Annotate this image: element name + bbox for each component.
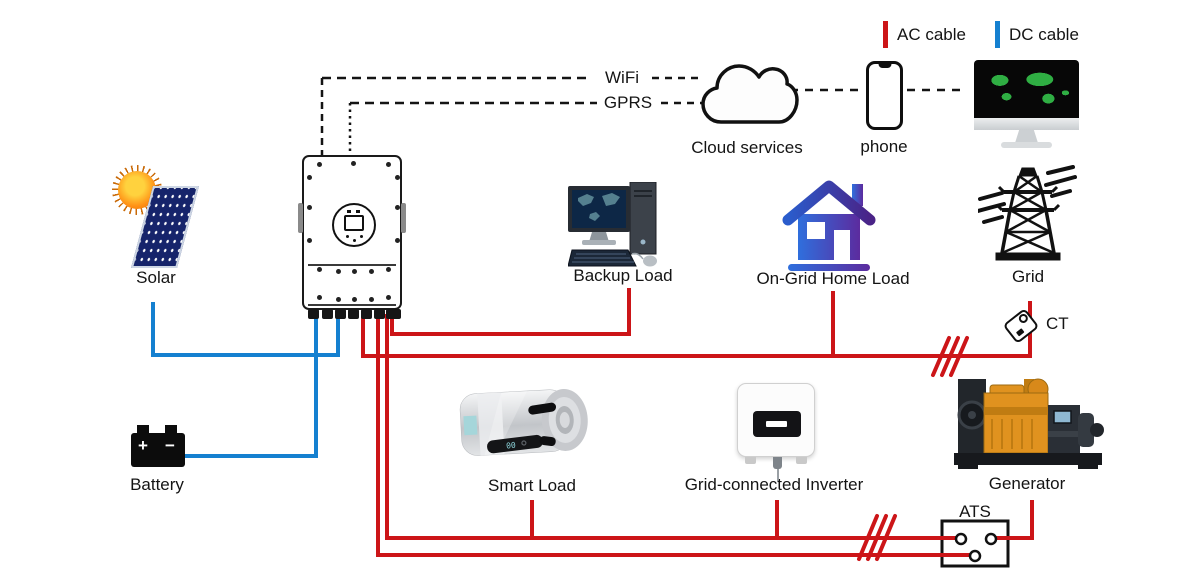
- ats-label: ATS: [959, 502, 991, 521]
- gci-cable: [776, 469, 779, 481]
- house-label: On-Grid Home Load: [756, 269, 910, 288]
- dc-cables: [151, 302, 340, 458]
- wireless-links: [320, 76, 966, 158]
- grid-energy-dashes: [978, 165, 1077, 224]
- inverter-gland: [322, 309, 333, 319]
- hybrid-inverter-icon: [298, 155, 406, 319]
- inverter-display-ring: [332, 203, 376, 247]
- inverter-seam: [308, 264, 396, 266]
- battery-plus-sign: +: [138, 436, 148, 455]
- grid-label: Grid: [1011, 267, 1045, 286]
- house-icon: [782, 180, 876, 271]
- cloud-label: Cloud services: [691, 138, 803, 157]
- gci-foot: [796, 457, 807, 464]
- inverter-gland: [361, 309, 372, 319]
- inverter-gland: [335, 309, 346, 319]
- phone-icon: [866, 61, 903, 130]
- generator-icon: [954, 378, 1104, 469]
- sun-icon: [112, 165, 162, 215]
- world-map-graphic: [979, 65, 1074, 113]
- monitor-icon: [974, 60, 1079, 152]
- legend-ac-label: AC cable: [897, 25, 966, 44]
- inverter-mount-tab-right: [401, 203, 406, 233]
- heater-display-text: 00: [506, 441, 517, 451]
- ct-body-detail: [1015, 328, 1025, 337]
- dc-cable-swatch: [995, 21, 1000, 48]
- inverter-lcd: [344, 215, 364, 231]
- inverter-gland: [374, 309, 385, 319]
- ct-clamp-hole: [1017, 312, 1030, 325]
- battery-terminal-negative: [165, 425, 177, 434]
- ac-backup-cable: [390, 288, 631, 336]
- grid-connected-inverter-icon: [737, 383, 817, 481]
- gci-screen: [753, 411, 801, 437]
- monitor-stand: [1015, 130, 1038, 143]
- grid-tower-icon: [978, 165, 1077, 261]
- monitor-screen: [974, 60, 1079, 118]
- cable-slash-markers: [857, 336, 969, 561]
- display-button-3: [360, 235, 363, 238]
- display-bump: [347, 210, 351, 213]
- ct-label: CT: [1046, 314, 1069, 333]
- phone-notch: [878, 63, 891, 68]
- inverter-seam-2: [308, 304, 396, 306]
- dc-solar-cable: [151, 302, 340, 357]
- inverter-gland: [386, 309, 401, 319]
- dc-battery-cable: [184, 314, 318, 458]
- generator-label: Generator: [988, 474, 1066, 493]
- gci-cable-gland: [773, 457, 782, 469]
- grid-connected-inverter-label: Grid-connected Inverter: [684, 475, 864, 494]
- gci-foot: [745, 457, 756, 464]
- battery-minus-sign: −: [165, 436, 175, 455]
- inverter-gland: [308, 309, 319, 319]
- inverter-mount-tab-left: [298, 203, 303, 233]
- ats-terminals: [954, 532, 998, 563]
- cloud-icon: [701, 64, 799, 124]
- display-bump-2: [356, 210, 360, 213]
- ac-grid-bus: [361, 301, 1032, 358]
- ac-generator-cable: [991, 500, 1034, 540]
- ac-ats-bus: [376, 314, 975, 557]
- phone-label: phone: [860, 137, 908, 156]
- legend-dc-label: DC cable: [1009, 25, 1079, 44]
- gci-body: [737, 383, 815, 457]
- monitor-chin: [974, 118, 1079, 130]
- wifi-label: WiFi: [605, 68, 639, 87]
- gprs-label: GPRS: [603, 93, 653, 112]
- display-button-2: [353, 239, 356, 242]
- battery-label: Battery: [130, 475, 184, 494]
- battery-terminal-positive: [137, 425, 149, 434]
- inverter-gland: [348, 309, 359, 319]
- ac-smart-bus: [385, 314, 960, 540]
- solar-label: Solar: [136, 268, 176, 287]
- gci-screen-slot: [766, 421, 787, 427]
- inverter-screws: [304, 157, 307, 160]
- battery-icon: + −: [131, 425, 191, 469]
- ac-cable-swatch: [883, 21, 888, 48]
- smart-load-icon: 00: [459, 388, 588, 456]
- backup-load-label: Backup Load: [573, 266, 673, 285]
- smart-load-label: Smart Load: [488, 476, 576, 495]
- backup-load-icon: [568, 182, 657, 267]
- display-button: [346, 235, 349, 238]
- monitor-base: [1001, 142, 1052, 148]
- battery-body: + −: [131, 433, 185, 467]
